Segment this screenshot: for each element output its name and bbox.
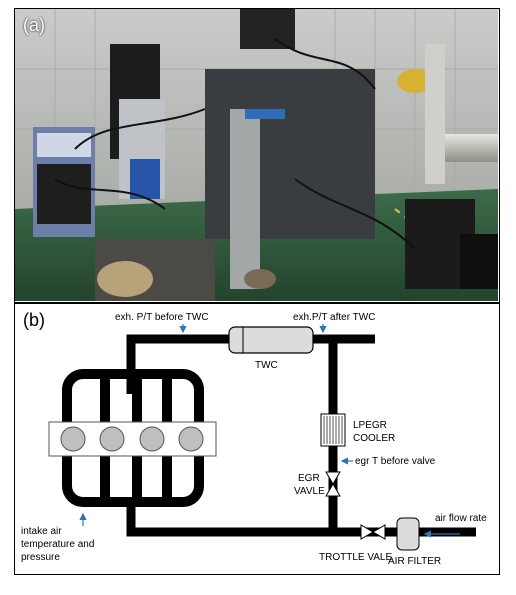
air-filter <box>396 517 420 551</box>
panel-a-label: (a) <box>23 15 45 35</box>
intake-label-3: pressure <box>21 552 60 563</box>
schematic-panel: (b) TWC <box>14 303 500 575</box>
twc-label: TWC <box>255 360 278 371</box>
egr-valve <box>325 471 341 497</box>
throttle-label: TROTTLE VALE <box>319 552 392 563</box>
egr-valve-label-2: VAVLE <box>294 486 325 497</box>
engine-schematic: TWC LPEGR COOLER EGR VAVLE TROTTLE VALE … <box>21 312 487 567</box>
egr-t-label: egr T before valve <box>355 456 436 467</box>
panel-b-label: (b) <box>23 310 45 330</box>
intake-label-1: intake air <box>21 526 62 537</box>
throttle-valve <box>360 524 386 540</box>
engine-test-bench-photo <box>15 9 498 301</box>
cylinder-4 <box>178 426 204 452</box>
exh-after-label: exh.P/T after TWC <box>293 312 375 323</box>
air-filter-label: AIR FILTER <box>388 556 441 567</box>
twc-body <box>228 326 314 354</box>
cylinder-1 <box>60 426 86 452</box>
intake-label-2: temperature and <box>21 539 94 550</box>
lpegr-label-2: COOLER <box>353 433 395 444</box>
air-flow-label: air flow rate <box>435 513 487 524</box>
lpegr-label-1: LPEGR <box>353 420 387 431</box>
egr-valve-label-1: EGR <box>298 473 320 484</box>
intake-pipe <box>126 504 476 537</box>
photo-panel: (a) <box>14 8 500 303</box>
cylinder-2 <box>99 426 125 452</box>
exhaust-pipe <box>126 334 229 394</box>
exh-before-label: exh. P/T before TWC <box>115 312 209 323</box>
cylinder-3 <box>139 426 165 452</box>
